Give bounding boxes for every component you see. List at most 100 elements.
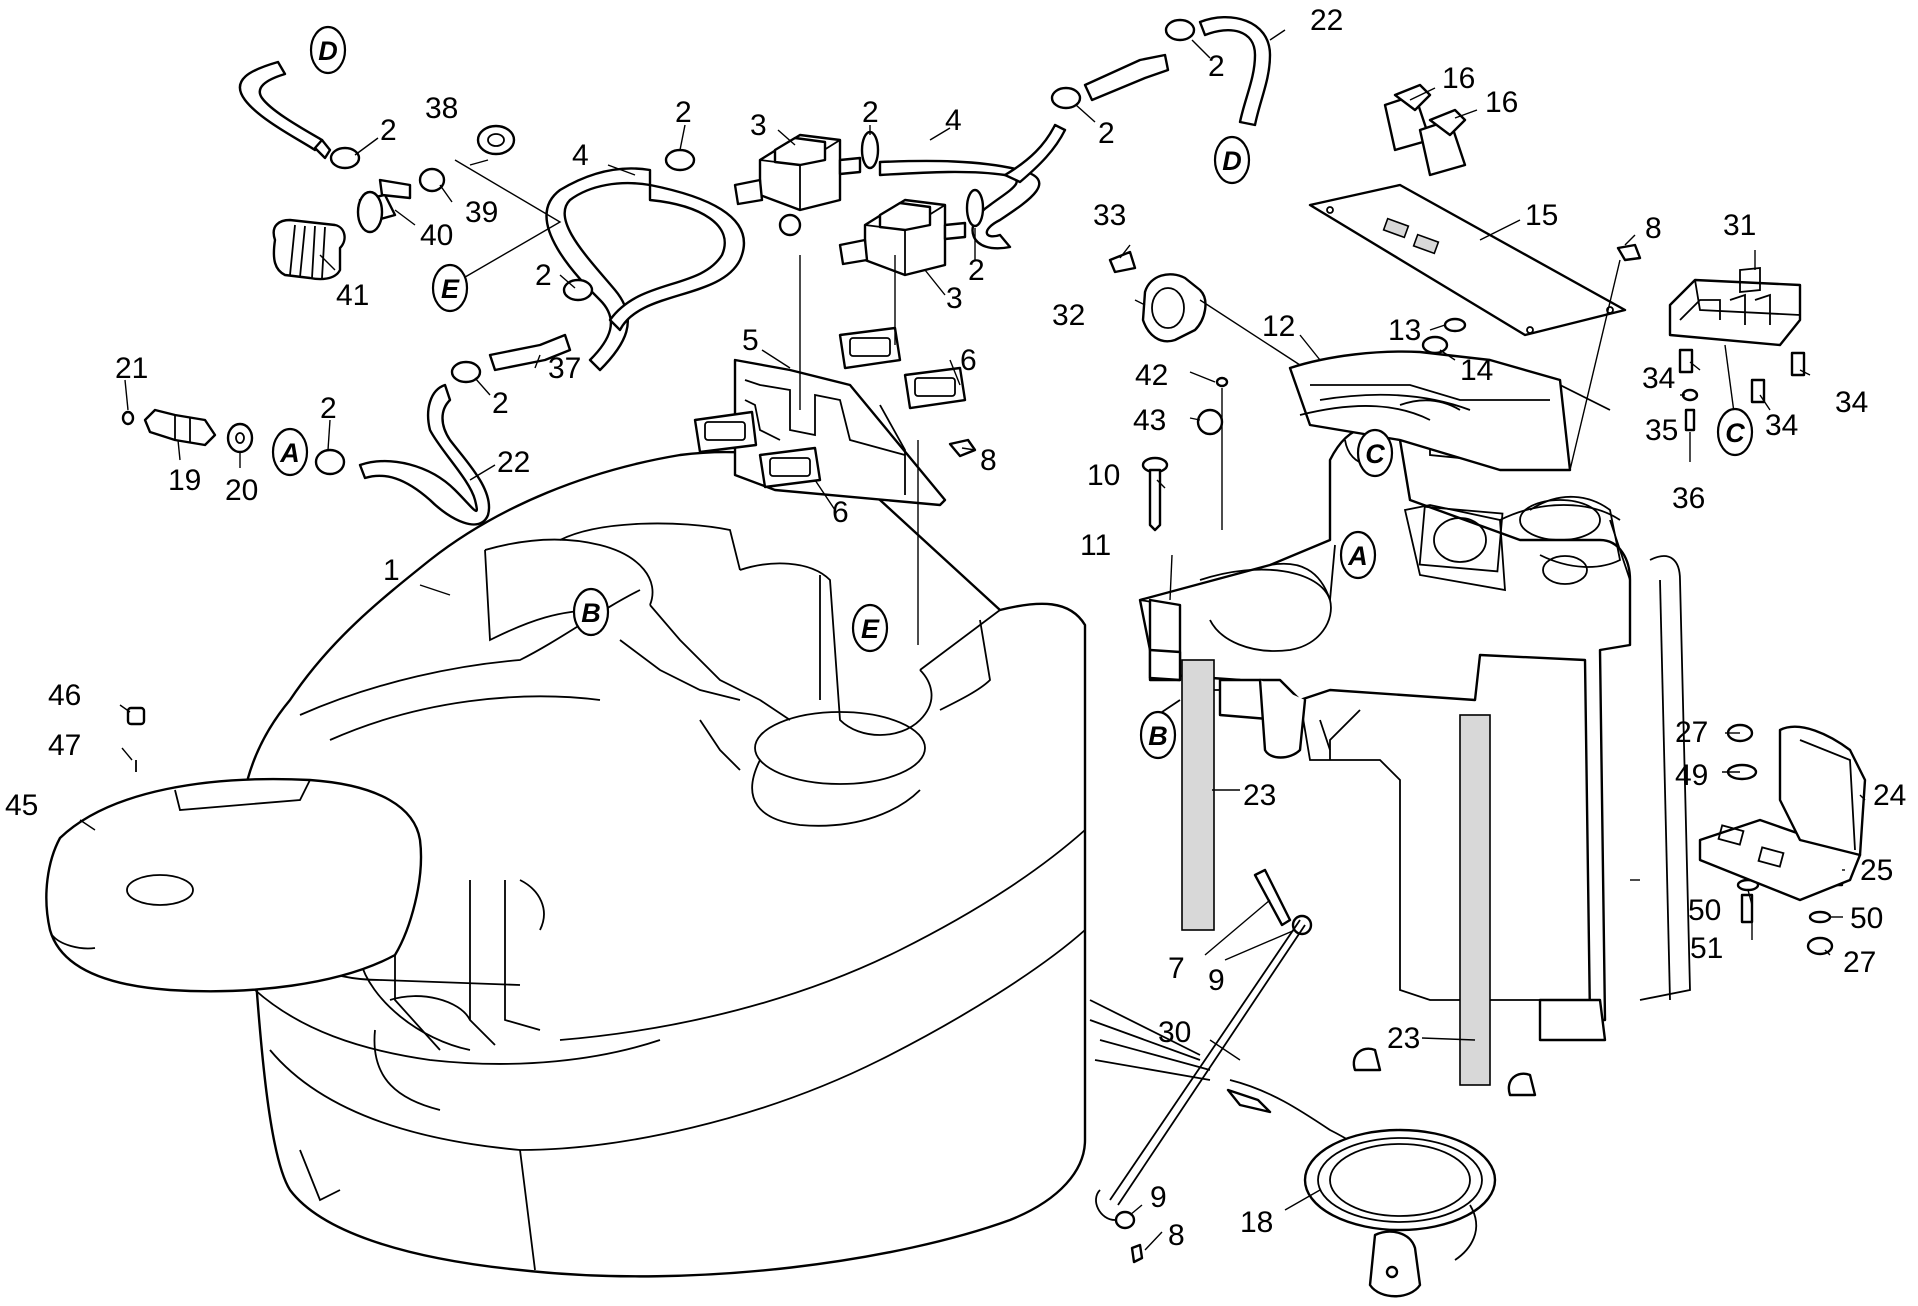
svg-text:D: D xyxy=(1222,146,1242,176)
marker-c-right: C xyxy=(1716,407,1754,457)
label-4: 4 xyxy=(572,139,589,172)
marker-a-right: A xyxy=(1339,530,1377,580)
label-15: 15 xyxy=(1525,199,1558,232)
marker-e-left: E xyxy=(431,263,469,313)
label-39: 39 xyxy=(465,196,498,229)
label-2: 2 xyxy=(862,96,879,129)
label-22: 22 xyxy=(1310,4,1343,37)
marker-c-frame: C xyxy=(1356,428,1394,478)
label-38: 38 xyxy=(425,92,458,125)
marker-d-right: D xyxy=(1213,135,1251,185)
label-32: 32 xyxy=(1052,299,1085,332)
svg-text:D: D xyxy=(318,36,338,66)
label-23: 23 xyxy=(1243,779,1276,812)
label-49: 49 xyxy=(1675,759,1708,792)
label-2: 2 xyxy=(320,392,337,425)
label-2: 2 xyxy=(968,254,985,287)
label-41: 41 xyxy=(336,279,369,312)
label-2: 2 xyxy=(675,96,692,129)
label-37: 37 xyxy=(548,352,581,385)
rubber-mount-lower xyxy=(693,410,822,489)
tank-body xyxy=(239,450,1087,1278)
label-36: 36 xyxy=(1672,482,1705,515)
label-10: 10 xyxy=(1087,459,1120,492)
handle-top-cover xyxy=(1288,350,1572,472)
svg-text:E: E xyxy=(441,274,460,304)
marker-d-top: D xyxy=(309,25,347,75)
svg-text:A: A xyxy=(279,438,300,468)
marker-b-frame: B xyxy=(1139,710,1177,760)
label-40: 40 xyxy=(420,219,453,252)
mounting-bracket xyxy=(1698,725,1867,902)
grip-strips xyxy=(1181,659,1491,1086)
label-1: 1 xyxy=(383,554,400,587)
part-number-labels: 2 38 39 40 41 4 2 3 2 4 2 2 22 3 2 2 37 … xyxy=(5,4,1906,1252)
label-12: 12 xyxy=(1262,310,1295,343)
terminal-block xyxy=(1668,267,1802,347)
svg-text:C: C xyxy=(1725,418,1745,448)
marker-a-left: A xyxy=(271,427,309,477)
fittings xyxy=(121,53,1170,454)
label-34: 34 xyxy=(1642,362,1675,395)
fuse-holder xyxy=(1108,250,1207,343)
label-3: 3 xyxy=(750,109,767,142)
rocker-switches xyxy=(1383,83,1467,177)
label-19: 19 xyxy=(168,464,201,497)
label-30: 30 xyxy=(1158,1016,1191,1049)
svg-text:E: E xyxy=(861,614,880,644)
label-25: 25 xyxy=(1860,854,1893,887)
label-7: 7 xyxy=(1168,952,1185,985)
label-8: 8 xyxy=(1645,212,1662,245)
label-2: 2 xyxy=(535,259,552,292)
svg-text:A: A xyxy=(1347,541,1368,571)
label-51: 51 xyxy=(1690,932,1723,965)
label-6: 6 xyxy=(960,344,977,377)
label-18: 18 xyxy=(1240,1206,1273,1239)
label-2: 2 xyxy=(1098,117,1115,150)
power-cable xyxy=(1089,999,1497,1298)
solenoid-valve-lower xyxy=(838,198,967,277)
label-2: 2 xyxy=(380,114,397,147)
label-2: 2 xyxy=(1208,50,1225,83)
label-33: 33 xyxy=(1093,199,1126,232)
label-9: 9 xyxy=(1150,1181,1167,1214)
label-4: 4 xyxy=(945,104,962,137)
frame-legs xyxy=(1148,598,1607,1097)
label-27: 27 xyxy=(1675,716,1708,749)
leader-lines xyxy=(79,29,1866,1251)
label-13: 13 xyxy=(1388,314,1421,347)
label-27: 27 xyxy=(1843,946,1876,979)
hoses xyxy=(238,15,1272,526)
label-35: 35 xyxy=(1645,414,1678,447)
label-50: 50 xyxy=(1850,902,1883,935)
label-20: 20 xyxy=(225,474,258,507)
marker-e-body: E xyxy=(851,603,889,653)
rubber-mount-upper xyxy=(838,326,967,410)
marker-b-tank: B xyxy=(572,587,610,637)
label-45: 45 xyxy=(5,789,38,822)
label-8: 8 xyxy=(1168,1219,1185,1252)
label-2: 2 xyxy=(492,387,509,420)
label-42: 42 xyxy=(1135,359,1168,392)
label-22: 22 xyxy=(497,446,530,479)
label-34: 34 xyxy=(1765,409,1798,442)
label-6: 6 xyxy=(832,496,849,529)
solenoid-valve-upper xyxy=(733,133,862,237)
switch-plate xyxy=(1308,183,1627,337)
hose-clamps xyxy=(314,18,1196,476)
label-46: 46 xyxy=(48,679,81,712)
label-21: 21 xyxy=(115,352,148,385)
label-16: 16 xyxy=(1442,62,1475,95)
label-24: 24 xyxy=(1873,779,1906,812)
label-47: 47 xyxy=(48,729,81,762)
label-31: 31 xyxy=(1723,209,1756,242)
label-11: 11 xyxy=(1080,529,1111,562)
label-5: 5 xyxy=(742,324,759,357)
svg-text:B: B xyxy=(1148,721,1168,751)
svg-text:B: B xyxy=(581,598,601,628)
label-34: 34 xyxy=(1835,386,1868,419)
label-8: 8 xyxy=(980,444,997,477)
label-14: 14 xyxy=(1460,354,1493,387)
label-43: 43 xyxy=(1133,404,1166,437)
